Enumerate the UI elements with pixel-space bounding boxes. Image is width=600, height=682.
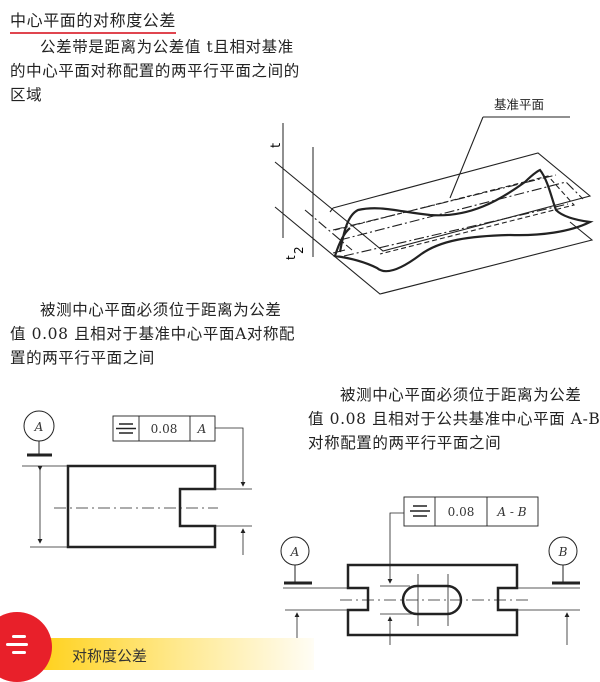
intro-line: 区域 bbox=[10, 86, 43, 104]
drawing-example1 bbox=[22, 410, 252, 555]
intro-line: 公差带是距离为公差值 t且相对基准 bbox=[40, 38, 294, 56]
example1-line: 置的两平行平面之间 bbox=[10, 349, 155, 367]
banner-label: 对称度公差 bbox=[72, 647, 148, 665]
example1-line: 值 0.08 且相对于基准中心平面A对称配 bbox=[10, 325, 296, 343]
tolerance-zone-3d bbox=[274, 116, 594, 295]
drawing-example2 bbox=[280, 496, 580, 645]
dimension-t bbox=[282, 123, 314, 257]
dim-half-den: 2 bbox=[292, 246, 306, 254]
example2-line: 被测中心平面必须位于距离为公差 bbox=[340, 386, 582, 404]
tolerance-value: 0.08 bbox=[448, 505, 475, 519]
dim-t-label: t bbox=[269, 143, 284, 148]
tolerance-value: 0.08 bbox=[151, 422, 178, 436]
datum-plane-label: 基准平面 bbox=[494, 97, 545, 112]
section-title: 中心平面的对称度公差 bbox=[10, 10, 177, 34]
datum-reference: A bbox=[197, 422, 207, 436]
dim-half-num: t bbox=[284, 255, 298, 260]
datum-a-label: A bbox=[290, 545, 300, 559]
example2-line: 值 0.08 且相对于公共基准中心平面 A-B bbox=[308, 410, 600, 428]
example2-line: 对称配置的两平行平面之间 bbox=[308, 434, 502, 452]
section-banner bbox=[44, 638, 314, 670]
intro-line: 的中心平面对称配置的两平行平面之间的 bbox=[10, 62, 300, 80]
datum-b-label: B bbox=[558, 545, 568, 559]
example1-line: 被测中心平面必须位于距离为公差 bbox=[40, 301, 282, 319]
datum-reference: A - B bbox=[496, 505, 526, 519]
datum-a-label: A bbox=[34, 420, 44, 434]
